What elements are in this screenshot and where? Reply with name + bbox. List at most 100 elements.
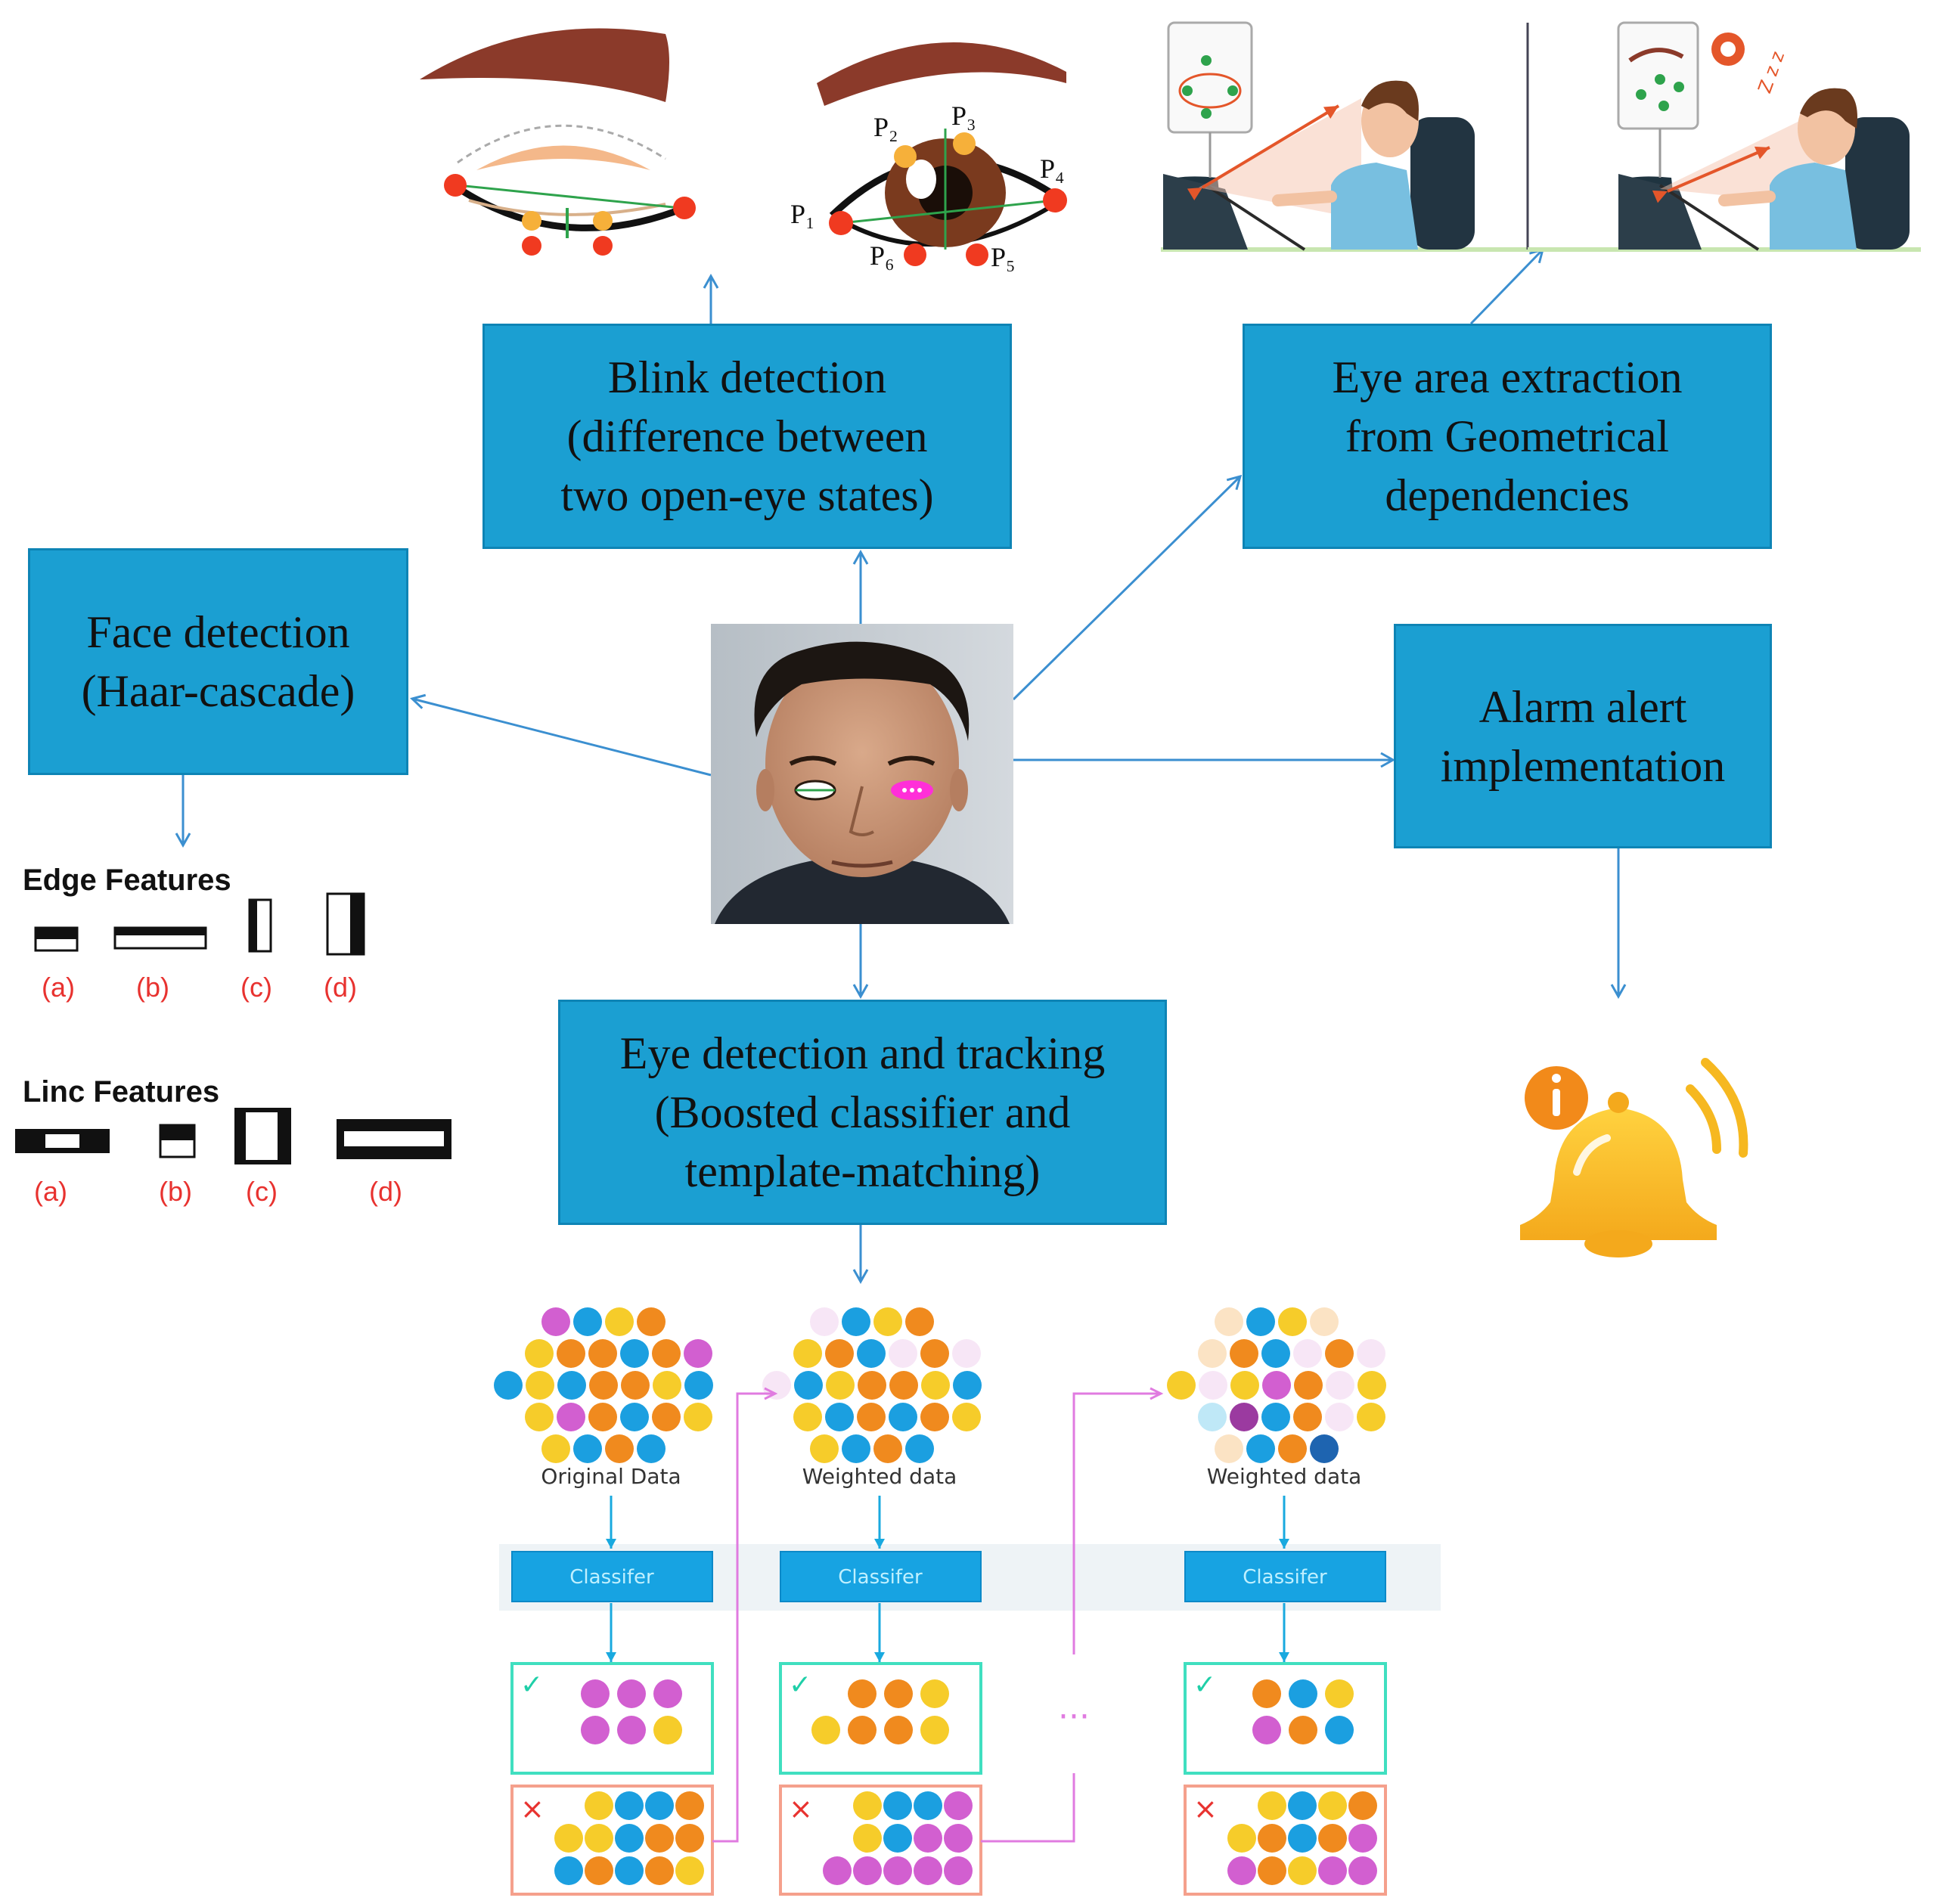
dot <box>921 1371 950 1400</box>
sleep-mark: Z z z <box>1754 48 1789 96</box>
landmark-p3: P₃ <box>951 101 976 131</box>
dot <box>1326 1371 1354 1400</box>
edge-label-b: (b) <box>136 972 169 1003</box>
dot <box>605 1434 634 1463</box>
dot <box>653 1679 682 1708</box>
dot <box>621 1371 650 1400</box>
cross-icon: × <box>520 1792 545 1825</box>
dot <box>1198 1339 1227 1368</box>
dot <box>1357 1371 1386 1400</box>
dot <box>914 1824 942 1853</box>
dot <box>1348 1824 1377 1853</box>
dot <box>884 1716 913 1744</box>
connector-arrows <box>175 247 1627 1285</box>
dot <box>853 1824 882 1853</box>
classifier-label-3: Classifer <box>1243 1566 1327 1589</box>
dot <box>793 1339 822 1368</box>
dot <box>684 1339 712 1368</box>
dot <box>1318 1856 1347 1885</box>
dot <box>554 1824 583 1853</box>
dot <box>826 1371 855 1400</box>
boosting-panel: Original Data Weighted data Weighted dat… <box>494 1307 1441 1896</box>
dot <box>1318 1791 1347 1820</box>
dot <box>848 1679 877 1708</box>
dot <box>573 1307 602 1336</box>
dot <box>914 1791 942 1820</box>
dot <box>873 1307 902 1336</box>
eye-track-line-2: (Boosted classifier and <box>654 1087 1071 1137</box>
dot <box>883 1856 912 1885</box>
dot <box>653 1371 681 1400</box>
dot <box>857 1339 886 1368</box>
dot <box>588 1339 617 1368</box>
alarm-line-1: Alarm alert <box>1478 681 1687 732</box>
dot <box>585 1791 613 1820</box>
dot <box>1278 1307 1307 1336</box>
dot <box>884 1679 913 1708</box>
dot <box>793 1403 822 1431</box>
dot <box>605 1307 634 1336</box>
eye-track-line-1: Eye detection and tracking <box>619 1028 1106 1078</box>
face-line-2: (Haar-cascade) <box>81 666 355 716</box>
eye-area-line-1: Eye area extraction <box>1332 352 1683 402</box>
dot <box>1230 1403 1258 1431</box>
dot <box>1262 1371 1291 1400</box>
alarm-bell-icon <box>1520 1058 1748 1257</box>
ellipsis: ··· <box>1058 1698 1090 1736</box>
cross-icon: × <box>1193 1792 1218 1825</box>
correct-box-3 <box>1184 1662 1387 1775</box>
landmark-p4: P₄ <box>1040 153 1065 184</box>
dot <box>1230 1371 1259 1400</box>
dot <box>645 1824 674 1853</box>
landmark-p5: P₅ <box>991 242 1016 272</box>
landmark-p1: P₁ <box>790 199 815 229</box>
linc-label-a: (a) <box>34 1176 67 1207</box>
dot <box>1252 1679 1281 1708</box>
dot <box>1215 1307 1243 1336</box>
dot <box>1293 1403 1322 1431</box>
dot <box>1246 1307 1275 1336</box>
dot <box>581 1716 610 1744</box>
dot <box>1215 1434 1243 1463</box>
linc-features-title: Linc Features <box>23 1075 219 1109</box>
dot <box>944 1824 973 1853</box>
dot <box>554 1856 583 1885</box>
dot <box>557 1371 586 1400</box>
classifier-button-2 <box>780 1551 982 1602</box>
dot <box>811 1716 840 1744</box>
dot <box>842 1307 870 1336</box>
linc-label-c: (c) <box>246 1176 278 1207</box>
dot <box>920 1679 949 1708</box>
linc-label-d: (d) <box>369 1176 402 1207</box>
dot <box>1357 1403 1385 1431</box>
dot <box>1293 1339 1322 1368</box>
dot <box>525 1403 554 1431</box>
dot <box>1227 1824 1256 1853</box>
dot <box>889 1403 917 1431</box>
dot <box>1288 1856 1317 1885</box>
dot <box>1325 1403 1354 1431</box>
dot <box>873 1434 902 1463</box>
landmark-p6: P₆ <box>870 240 895 271</box>
dot <box>1199 1371 1227 1400</box>
dot <box>615 1791 644 1820</box>
dot <box>883 1824 912 1853</box>
dot <box>1294 1371 1323 1400</box>
dot <box>645 1856 674 1885</box>
dot <box>944 1791 973 1820</box>
dot <box>857 1403 886 1431</box>
classifier-label-1: Classifer <box>569 1566 654 1589</box>
dot <box>652 1403 681 1431</box>
linc-label-b: (b) <box>159 1176 192 1207</box>
dot <box>573 1434 602 1463</box>
dot <box>1325 1679 1354 1708</box>
edge-label-d: (d) <box>324 972 357 1003</box>
classifier-button-3 <box>1184 1551 1386 1602</box>
dot <box>1310 1307 1339 1336</box>
dot <box>615 1856 644 1885</box>
dot <box>848 1716 877 1744</box>
dot <box>914 1856 942 1885</box>
dot <box>1288 1791 1317 1820</box>
dot <box>952 1403 981 1431</box>
